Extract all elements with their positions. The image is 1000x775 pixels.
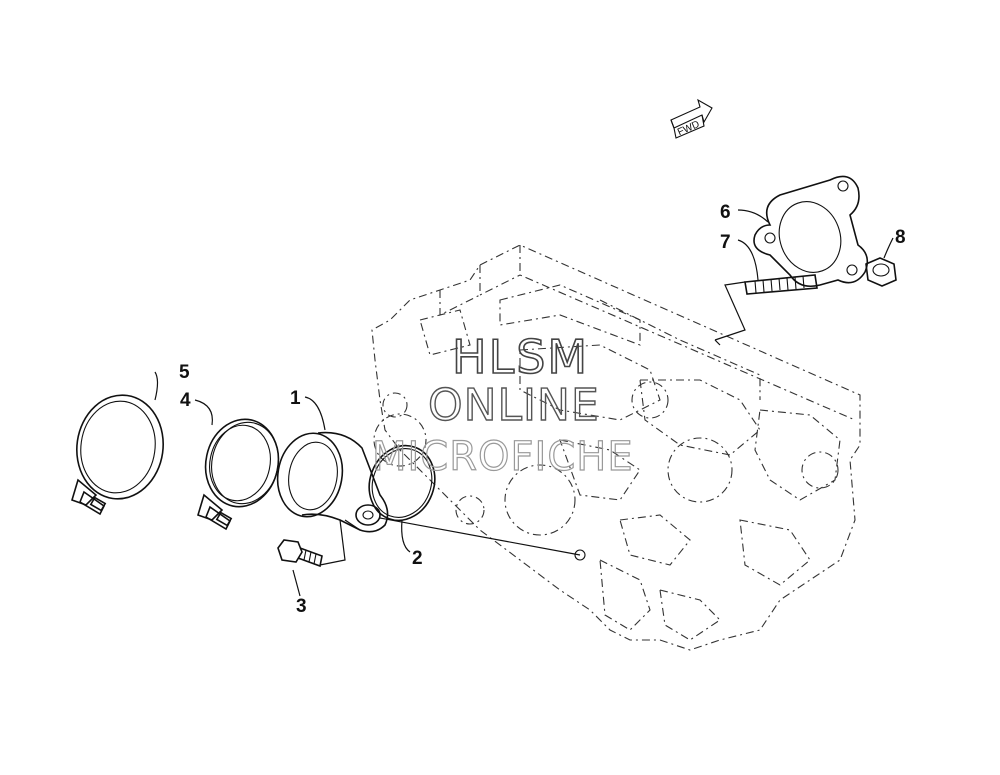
part-3-bolt[interactable] xyxy=(277,539,323,568)
watermark-line-2: ONLINE xyxy=(428,380,600,431)
part-2-o-ring[interactable] xyxy=(359,436,445,529)
watermark-line-3: MICROFICHE xyxy=(372,434,634,480)
leader-lines xyxy=(154,209,894,597)
part-4-clamp[interactable] xyxy=(197,412,287,531)
callout-4: 4 xyxy=(180,390,191,411)
callout-2: 2 xyxy=(412,548,423,569)
engine-block-outline xyxy=(371,244,861,651)
callout-1: 1 xyxy=(290,388,301,409)
part-6-gasket-plate[interactable] xyxy=(753,175,869,288)
part-7-stud[interactable] xyxy=(744,274,818,295)
callout-5: 5 xyxy=(179,362,190,383)
fwd-label: FWD xyxy=(676,119,701,138)
watermark: HLSM ONLINE MICROFICHE xyxy=(371,329,634,480)
callout-6: 6 xyxy=(720,202,731,223)
part-1-outlet-fitting[interactable] xyxy=(271,428,389,533)
part-5-clamp[interactable] xyxy=(70,390,170,516)
callout-7: 7 xyxy=(720,232,731,253)
part-8-nut[interactable] xyxy=(865,257,897,287)
callout-3: 3 xyxy=(296,596,307,617)
watermark-line-1: HLSM xyxy=(452,330,589,384)
callout-8: 8 xyxy=(895,227,906,248)
callout-labels: 5 4 1 2 3 6 7 8 xyxy=(179,202,906,617)
forward-direction-arrow-icon: FWD xyxy=(670,98,713,139)
